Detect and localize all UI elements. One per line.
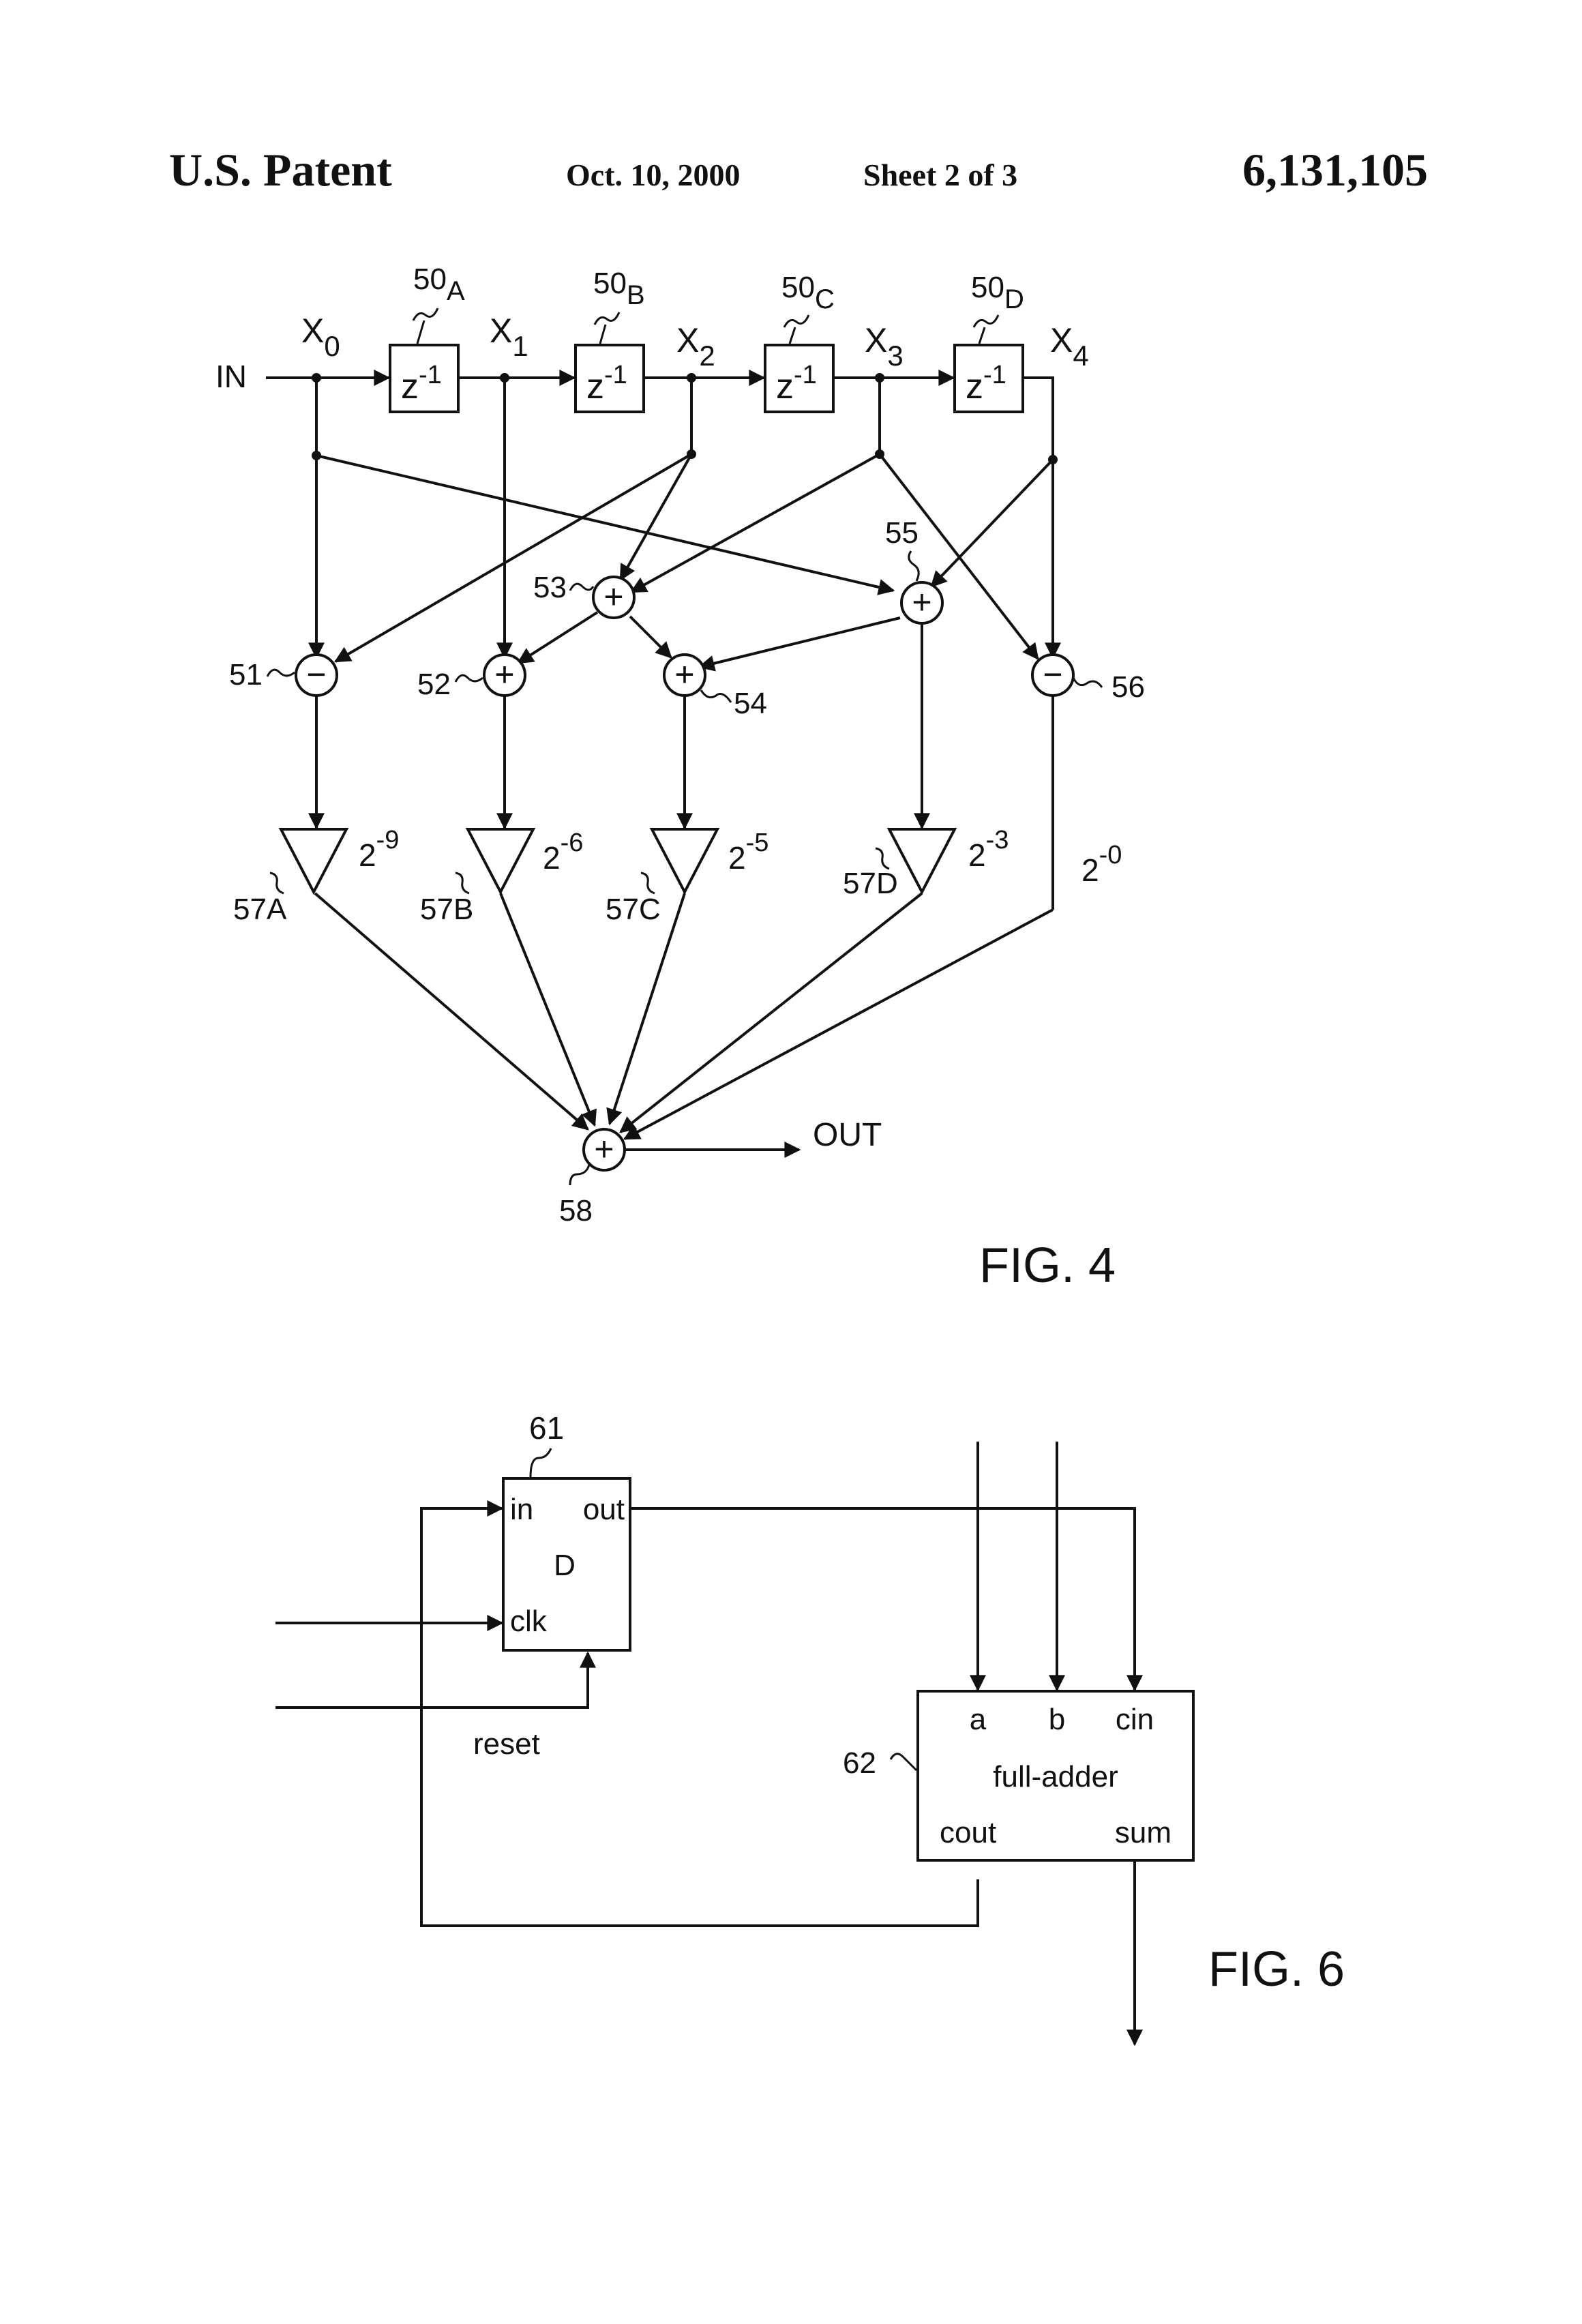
fig4-caption: FIG. 4 (979, 1238, 1116, 1293)
svg-text:51: 51 (229, 658, 263, 691)
svg-text:in: in (510, 1493, 533, 1526)
svg-text:+: + (674, 655, 694, 694)
svg-text:+: + (912, 583, 931, 621)
summing-nodes: − 51 + 52 + 53 + 54 (229, 516, 1145, 720)
svg-text:62: 62 (843, 1746, 876, 1780)
delay-50d: z-1 50D (953, 271, 1024, 413)
gain-direct-label: 2-0 (1081, 841, 1122, 888)
header-date: Oct. 10, 2000 (566, 158, 741, 192)
gain-57b: 2-6 57B (420, 828, 583, 926)
svg-text:+: + (494, 655, 514, 694)
svg-text:54: 54 (734, 687, 767, 720)
node-56: − 56 (1031, 653, 1145, 704)
svg-text:clk: clk (510, 1605, 548, 1638)
svg-text:55: 55 (885, 516, 919, 550)
svg-text:57B: 57B (420, 893, 473, 926)
svg-text:50C: 50C (781, 271, 835, 314)
gain-stages: 2-9 57A 2-6 57B 2-5 57C 2-3 57D (233, 826, 1122, 926)
svg-text:2-3: 2-3 (968, 826, 1009, 873)
full-adder-62: a b cin full-adder cout sum 62 (843, 1690, 1195, 1862)
svg-text:50A: 50A (413, 263, 465, 306)
svg-text:+: + (603, 578, 623, 616)
input-label: IN (215, 359, 247, 394)
svg-text:2-5: 2-5 (728, 829, 768, 876)
svg-text:b: b (1049, 1703, 1065, 1736)
svg-text:cin: cin (1116, 1703, 1154, 1736)
delay-50b: z-1 50B (574, 267, 645, 413)
svg-text:53: 53 (533, 571, 567, 604)
svg-text:2-9: 2-9 (359, 826, 399, 873)
node-54: + 54 (663, 653, 767, 720)
tap-wiring (308, 373, 1061, 672)
svg-text:50B: 50B (593, 267, 645, 310)
delay-50c: z-1 50C (764, 271, 835, 413)
svg-text:−: − (1043, 655, 1062, 694)
delay-50a: z-1 50A (389, 263, 465, 413)
fig6-caption: FIG. 6 (1208, 1942, 1345, 1997)
tap-x0: X0 (301, 312, 340, 362)
node-51: − 51 (229, 653, 338, 697)
svg-text:52: 52 (417, 668, 451, 701)
header-left: U.S. Patent (169, 144, 392, 196)
svg-text:+: + (594, 1130, 614, 1168)
svg-text:D: D (554, 1549, 576, 1582)
tap-x1: X1 (490, 312, 528, 362)
svg-text:z-1: z-1 (966, 361, 1006, 406)
svg-text:z-1: z-1 (776, 361, 817, 406)
svg-text:out: out (583, 1493, 625, 1526)
svg-text:z-1: z-1 (401, 361, 442, 406)
svg-text:57D: 57D (843, 867, 898, 900)
svg-text:a: a (970, 1703, 987, 1736)
reset-label: reset (473, 1727, 540, 1761)
d-flipflop-61: in out D clk 61 (502, 1410, 631, 1652)
svg-text:56: 56 (1111, 670, 1145, 704)
svg-text:57A: 57A (233, 893, 287, 926)
svg-text:57C: 57C (606, 893, 661, 926)
tap-x3: X3 (865, 321, 904, 372)
node-58: + 58 (559, 1128, 626, 1227)
svg-text:sum: sum (1115, 1816, 1171, 1849)
delay-chain: IN z-1 50A z-1 50B z-1 50C (215, 263, 1089, 675)
svg-text:61: 61 (529, 1410, 564, 1446)
svg-text:2-6: 2-6 (543, 829, 583, 876)
svg-text:z-1: z-1 (586, 361, 627, 406)
svg-text:−: − (306, 655, 326, 694)
node-55: + 55 (885, 516, 944, 625)
figure-6: in out D clk 61 reset a b cin full-adder… (275, 1410, 1345, 2046)
output-sum: + 58 OUT (314, 892, 1054, 1227)
figure-4: IN z-1 50A z-1 50B z-1 50C (215, 263, 1145, 1293)
page-header: U.S. Patent Oct. 10, 2000 Sheet 2 of 3 6… (169, 144, 1428, 196)
svg-text:50D: 50D (971, 271, 1024, 314)
svg-text:58: 58 (559, 1194, 593, 1227)
header-patent-number: 6,131,105 (1242, 144, 1428, 196)
gain-57c: 2-5 57C (606, 828, 768, 926)
tap-x4: X4 (1050, 321, 1089, 372)
output-label: OUT (813, 1117, 882, 1153)
gain-57d: 2-3 57D (843, 826, 1009, 900)
svg-text:cout: cout (940, 1816, 996, 1849)
gain-feeds (308, 623, 1054, 910)
svg-text:full-adder: full-adder (993, 1760, 1118, 1793)
gain-57a: 2-9 57A (233, 826, 399, 926)
tap-x2: X2 (676, 321, 715, 372)
node-52: + 52 (417, 653, 526, 701)
node-53: + 53 (533, 571, 636, 619)
header-sheet: Sheet 2 of 3 (863, 158, 1017, 192)
